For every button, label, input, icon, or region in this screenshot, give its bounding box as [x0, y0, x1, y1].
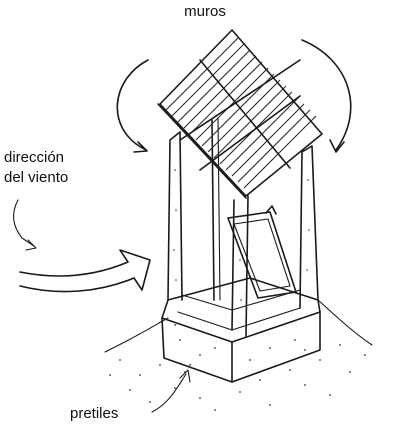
label-wind-line1: dirección [4, 149, 64, 166]
left-arrowhead [133, 141, 148, 153]
center-post-edge [217, 117, 221, 301]
label-pretiles: pretiles [70, 405, 118, 422]
wind-arrow [19, 249, 151, 293]
ground-edge-right [317, 299, 373, 346]
wind-pointer-head [25, 239, 37, 251]
pretiles-pointer [151, 373, 187, 413]
ground-edge-left [104, 317, 169, 353]
ground-texture [109, 344, 366, 411]
right-curved-arrow [301, 39, 352, 151]
label-muros: muros [184, 3, 226, 20]
base-pretil [161, 277, 321, 383]
wind-pointer [13, 199, 35, 247]
right-arrowhead [329, 139, 345, 153]
pretiles-pointer-head [179, 369, 191, 383]
left-curved-arrow [116, 59, 149, 151]
roof-muros [157, 29, 323, 199]
center-post [211, 119, 215, 301]
label-wind-line2: del viento [4, 169, 68, 186]
tower-walls [167, 131, 319, 337]
tilted-panel [227, 205, 297, 299]
